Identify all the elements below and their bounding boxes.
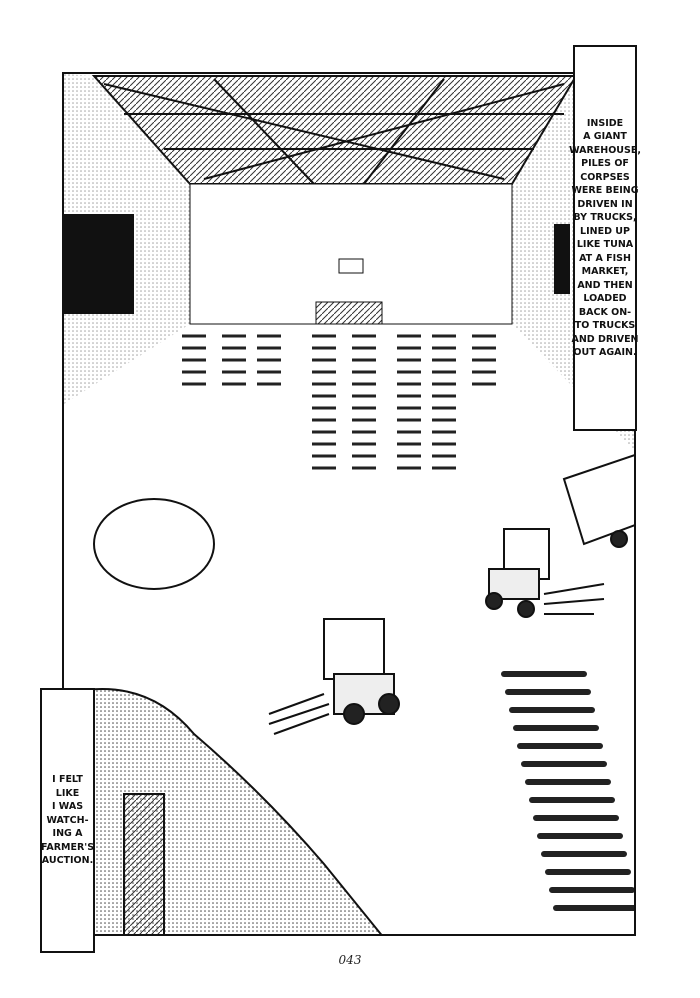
page-number: 043 [338, 953, 362, 967]
caption-box-narration-bottom: I FELT LIKE I WAS WATCH- ING A FARMER'S … [40, 688, 95, 953]
pile-of-corpses [64, 498, 383, 934]
rows-of-bodies [182, 334, 634, 911]
forklift-center [268, 618, 400, 735]
forklift-right [485, 528, 605, 618]
caption-box-narration-top: INSIDE A GIANT WAREHOUSE, PILES OF CORPS… [569, 45, 641, 431]
truck-right [562, 454, 634, 548]
comic-panel-warehouse [62, 72, 636, 936]
warehouse-illustration [64, 74, 634, 934]
